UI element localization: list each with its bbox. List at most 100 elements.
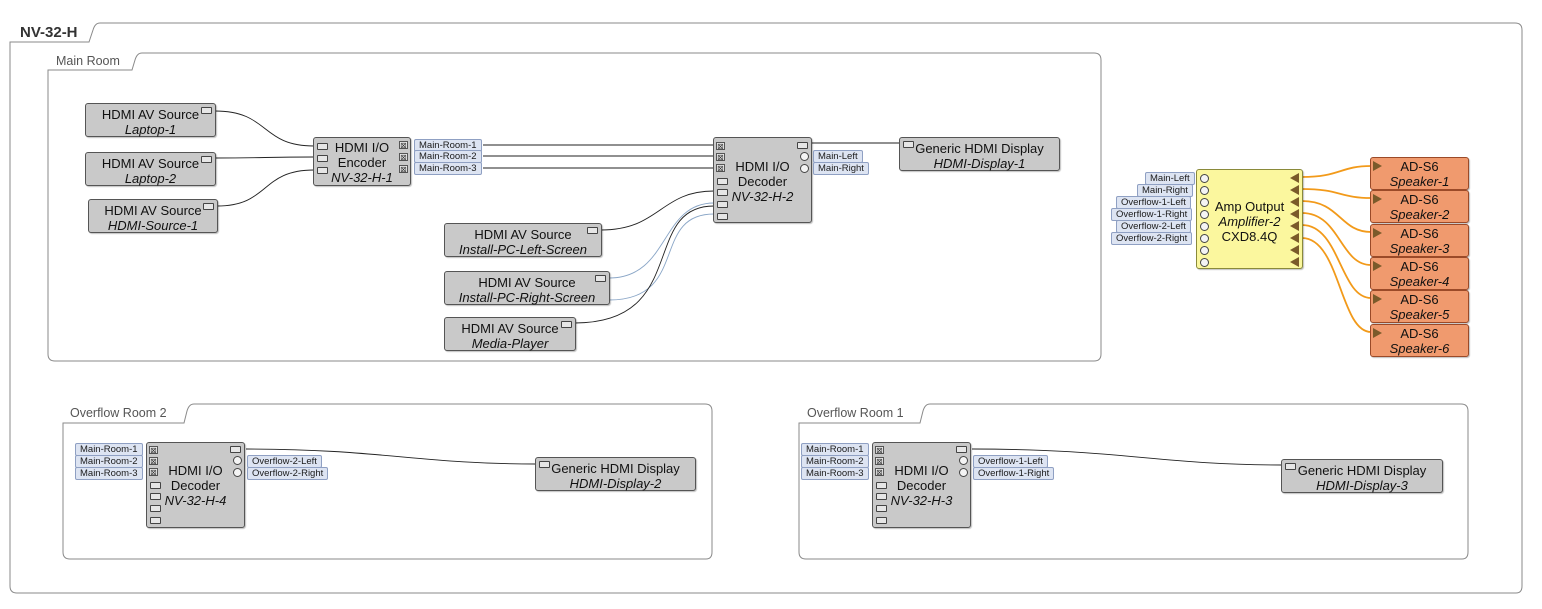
main-room-title: Main Room (56, 54, 120, 68)
amp-in-port-5[interactable] (1200, 222, 1209, 231)
hdmi-in-port-3[interactable] (317, 167, 328, 174)
hdmi-in-port-2[interactable] (317, 155, 328, 162)
amp-out-port-3[interactable] (1290, 197, 1299, 207)
hdmi-out-port[interactable] (956, 446, 967, 453)
stream-in-port-2[interactable]: ⊠ (875, 457, 884, 466)
hdmi-in-port-1[interactable] (317, 143, 328, 150)
speaker-1[interactable]: AD-S6 Speaker-1 (1370, 157, 1469, 190)
stream-tag-main-room-3[interactable]: Main-Room-3 (75, 467, 143, 480)
stream-in-port-3[interactable]: ⊠ (716, 164, 725, 173)
amp-out-port-4[interactable] (1290, 209, 1299, 219)
source-install-pc-left[interactable]: HDMI AV Source Install-PC-Left-Screen (444, 223, 602, 257)
speaker-in-port[interactable] (1373, 161, 1382, 171)
audio-out-port-left[interactable] (233, 456, 242, 465)
hdmi-out-port[interactable] (201, 107, 212, 114)
hdmi-out-port[interactable] (203, 203, 214, 210)
audio-out-port-right[interactable] (233, 468, 242, 477)
hdmi-in-port-3[interactable] (150, 517, 161, 524)
amp-in-port-4[interactable] (1200, 210, 1209, 219)
hdmi-out-port[interactable] (587, 227, 598, 234)
amp-in-port-2[interactable] (1200, 186, 1209, 195)
hdmi-out-port[interactable] (797, 142, 808, 149)
audio-out-port-left[interactable] (800, 152, 809, 161)
source-laptop-2[interactable]: HDMI AV Source Laptop-2 (85, 152, 216, 186)
amp-out-port-8[interactable] (1290, 257, 1299, 267)
wire-amp-spk4 (1301, 212, 1372, 266)
amp-out-port-7[interactable] (1290, 245, 1299, 255)
speaker-5[interactable]: AD-S6 Speaker-5 (1370, 290, 1469, 323)
stream-in-port-1[interactable]: ⊠ (149, 446, 158, 455)
block-name: Laptop-1 (124, 122, 177, 137)
display-hdmi-display-3[interactable]: Generic HDMI Display HDMI-Display-3 (1281, 459, 1443, 493)
stream-in-port-2[interactable]: ⊠ (149, 457, 158, 466)
source-hdmi-source-1[interactable]: HDMI AV Source HDMI-Source-1 (88, 199, 218, 233)
wire-amp-spk5 (1301, 224, 1372, 299)
stream-in-port-2[interactable]: ⊠ (716, 153, 725, 162)
amp-out-port-2[interactable] (1290, 185, 1299, 195)
source-media-player[interactable]: HDMI AV Source Media-Player (444, 317, 576, 351)
hdmi-in-port-3[interactable] (876, 517, 887, 524)
hdmi-out-port[interactable] (201, 156, 212, 163)
stream-out-port-3[interactable]: ⊠ (399, 165, 408, 174)
display-hdmi-display-1[interactable]: Generic HDMI Display HDMI-Display-1 (899, 137, 1060, 171)
amp-out-port-5[interactable] (1290, 221, 1299, 231)
audio-out-port-left[interactable] (959, 456, 968, 465)
audio-tag-main-right[interactable]: Main-Right (813, 162, 869, 175)
amp-in-port-1[interactable] (1200, 174, 1209, 183)
hdmi-out-port[interactable] (595, 275, 606, 282)
decoder-nv-32-h-3[interactable]: HDMI I/O Decoder NV-32-H-3 ⊠ ⊠ ⊠ (872, 442, 971, 528)
amp-in-port-8[interactable] (1200, 258, 1209, 267)
speaker-in-port[interactable] (1373, 294, 1382, 304)
hdmi-in-port[interactable] (903, 141, 914, 148)
source-install-pc-right[interactable]: HDMI AV Source Install-PC-Right-Screen (444, 271, 610, 305)
wire-installright-decoder-b (608, 213, 715, 301)
hdmi-in-port-1[interactable] (150, 493, 161, 500)
hdmi-in-port[interactable] (1285, 463, 1296, 470)
decoder-nv-32-h-2[interactable]: HDMI I/O Decoder NV-32-H-2 ⊠ ⊠ ⊠ (713, 137, 812, 223)
speaker-in-port[interactable] (1373, 328, 1382, 338)
hdmi-in-port-1[interactable] (717, 189, 728, 196)
usb-port[interactable] (150, 482, 161, 489)
hdmi-in-port-2[interactable] (717, 201, 728, 208)
hdmi-in-port-2[interactable] (150, 505, 161, 512)
audio-out-port-right[interactable] (800, 164, 809, 173)
hdmi-in-port[interactable] (539, 461, 550, 468)
source-laptop-1[interactable]: HDMI AV Source Laptop-1 (85, 103, 216, 137)
amp-input-tag-overflow-2-right[interactable]: Overflow-2-Right (1111, 232, 1193, 245)
hdmi-in-port-3[interactable] (717, 213, 728, 220)
stream-in-port-3[interactable]: ⊠ (875, 468, 884, 477)
audio-tag-overflow-2-right[interactable]: Overflow-2-Right (247, 467, 329, 480)
usb-port[interactable] (717, 178, 728, 185)
amp-in-port-7[interactable] (1200, 246, 1209, 255)
stream-tag-main-room-3[interactable]: Main-Room-3 (801, 467, 869, 480)
amp-out-port-6[interactable] (1290, 233, 1299, 243)
speaker-in-port[interactable] (1373, 228, 1382, 238)
speaker-in-port[interactable] (1373, 261, 1382, 271)
speaker-2[interactable]: AD-S6 Speaker-2 (1370, 190, 1469, 223)
audio-out-port-right[interactable] (959, 468, 968, 477)
speaker-3[interactable]: AD-S6 Speaker-3 (1370, 224, 1469, 257)
hdmi-out-port[interactable] (230, 446, 241, 453)
decoder-nv-32-h-4[interactable]: HDMI I/O Decoder NV-32-H-4 ⊠ ⊠ ⊠ (146, 442, 245, 528)
stream-in-port-1[interactable]: ⊠ (875, 446, 884, 455)
stream-out-port-1[interactable]: ⊠ (399, 141, 408, 150)
stream-in-port-1[interactable]: ⊠ (716, 142, 725, 151)
stream-in-port-3[interactable]: ⊠ (149, 468, 158, 477)
hdmi-out-port[interactable] (561, 321, 572, 328)
stream-out-port-2[interactable]: ⊠ (399, 153, 408, 162)
stream-tag-main-room-3[interactable]: Main-Room-3 (414, 162, 482, 175)
amplifier-2[interactable]: Amp Output Amplifier-2 CXD8.4Q (1196, 169, 1303, 269)
speaker-4[interactable]: AD-S6 Speaker-4 (1370, 257, 1469, 290)
encoder-nv-32-h-1[interactable]: HDMI I/O Encoder NV-32-H-1 ⊠ ⊠ ⊠ (313, 137, 411, 186)
usb-port[interactable] (876, 482, 887, 489)
speaker-in-port[interactable] (1373, 194, 1382, 204)
audio-tag-overflow-1-right[interactable]: Overflow-1-Right (973, 467, 1055, 480)
overflow-room-1-title: Overflow Room 1 (807, 406, 904, 420)
hdmi-in-port-1[interactable] (876, 493, 887, 500)
display-hdmi-display-2[interactable]: Generic HDMI Display HDMI-Display-2 (535, 457, 696, 491)
amp-in-port-6[interactable] (1200, 234, 1209, 243)
hdmi-in-port-2[interactable] (876, 505, 887, 512)
speaker-6[interactable]: AD-S6 Speaker-6 (1370, 324, 1469, 357)
amp-out-port-1[interactable] (1290, 173, 1299, 183)
amp-in-port-3[interactable] (1200, 198, 1209, 207)
